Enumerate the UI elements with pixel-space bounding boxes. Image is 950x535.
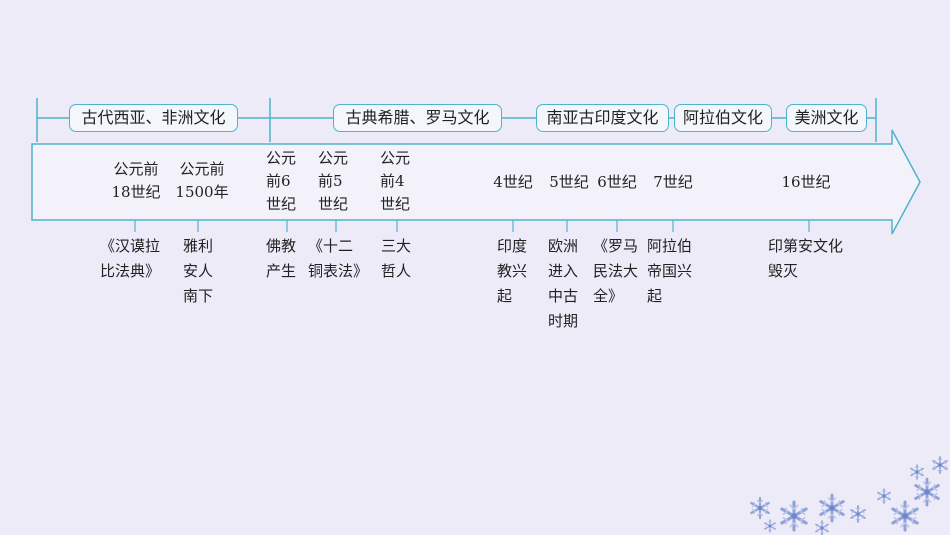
snowflake-icon xyxy=(750,496,770,520)
date-label: 5世纪 xyxy=(549,173,589,191)
era-label-americas: 美洲文化 xyxy=(786,104,867,132)
snowflake-icon xyxy=(819,493,845,523)
event-label: 《十二 铜表法》 xyxy=(308,237,369,280)
event-label: 《罗马 民法大 全》 xyxy=(593,237,639,305)
event-label: 印度 教兴 起 xyxy=(497,237,528,305)
era-label-south-asia-india: 南亚古印度文化 xyxy=(536,104,669,132)
era-label-west-asia-africa: 古代西亚、非洲文化 xyxy=(69,104,238,132)
timeline-arrow xyxy=(31,129,921,235)
snowflake-icon xyxy=(850,505,866,523)
snowflake-icon xyxy=(914,477,940,507)
snowflake-icon xyxy=(910,464,924,480)
snowflake-icon xyxy=(877,488,891,504)
snowflake-icon xyxy=(891,500,919,532)
date-label: 公元 前6 世纪 xyxy=(266,149,297,213)
era-label-arab: 阿拉伯文化 xyxy=(674,104,772,132)
snowflake-icon xyxy=(932,456,948,474)
event-label: 印第安文化 毁灭 xyxy=(768,237,844,280)
event-label: 雅利 安人 南下 xyxy=(183,237,214,305)
event-label: 欧洲 进入 中古 时期 xyxy=(548,237,579,330)
snowflake-icon xyxy=(780,500,808,532)
event-label: 阿拉伯 帝国兴 起 xyxy=(647,237,693,305)
event-label: 《汉谟拉 比法典》 xyxy=(100,237,161,280)
event-label: 佛教 产生 xyxy=(266,237,297,280)
event-ticks xyxy=(134,220,810,232)
date-label: 6世纪 xyxy=(597,173,637,191)
snowflake-icon xyxy=(764,519,776,533)
date-label: 16世纪 xyxy=(781,173,831,191)
date-label: 7世纪 xyxy=(653,173,693,191)
event-label: 三大 哲人 xyxy=(381,237,412,280)
date-label: 公元前 18世纪 xyxy=(111,160,161,201)
snowflake-icon xyxy=(815,520,829,535)
date-label: 公元 前4 世纪 xyxy=(380,149,411,213)
date-label: 公元前 1500年 xyxy=(175,160,229,201)
era-label-greece-rome: 古典希腊、罗马文化 xyxy=(333,104,502,132)
date-label: 4世纪 xyxy=(493,173,533,191)
date-label: 公元 前5 世纪 xyxy=(318,149,349,213)
